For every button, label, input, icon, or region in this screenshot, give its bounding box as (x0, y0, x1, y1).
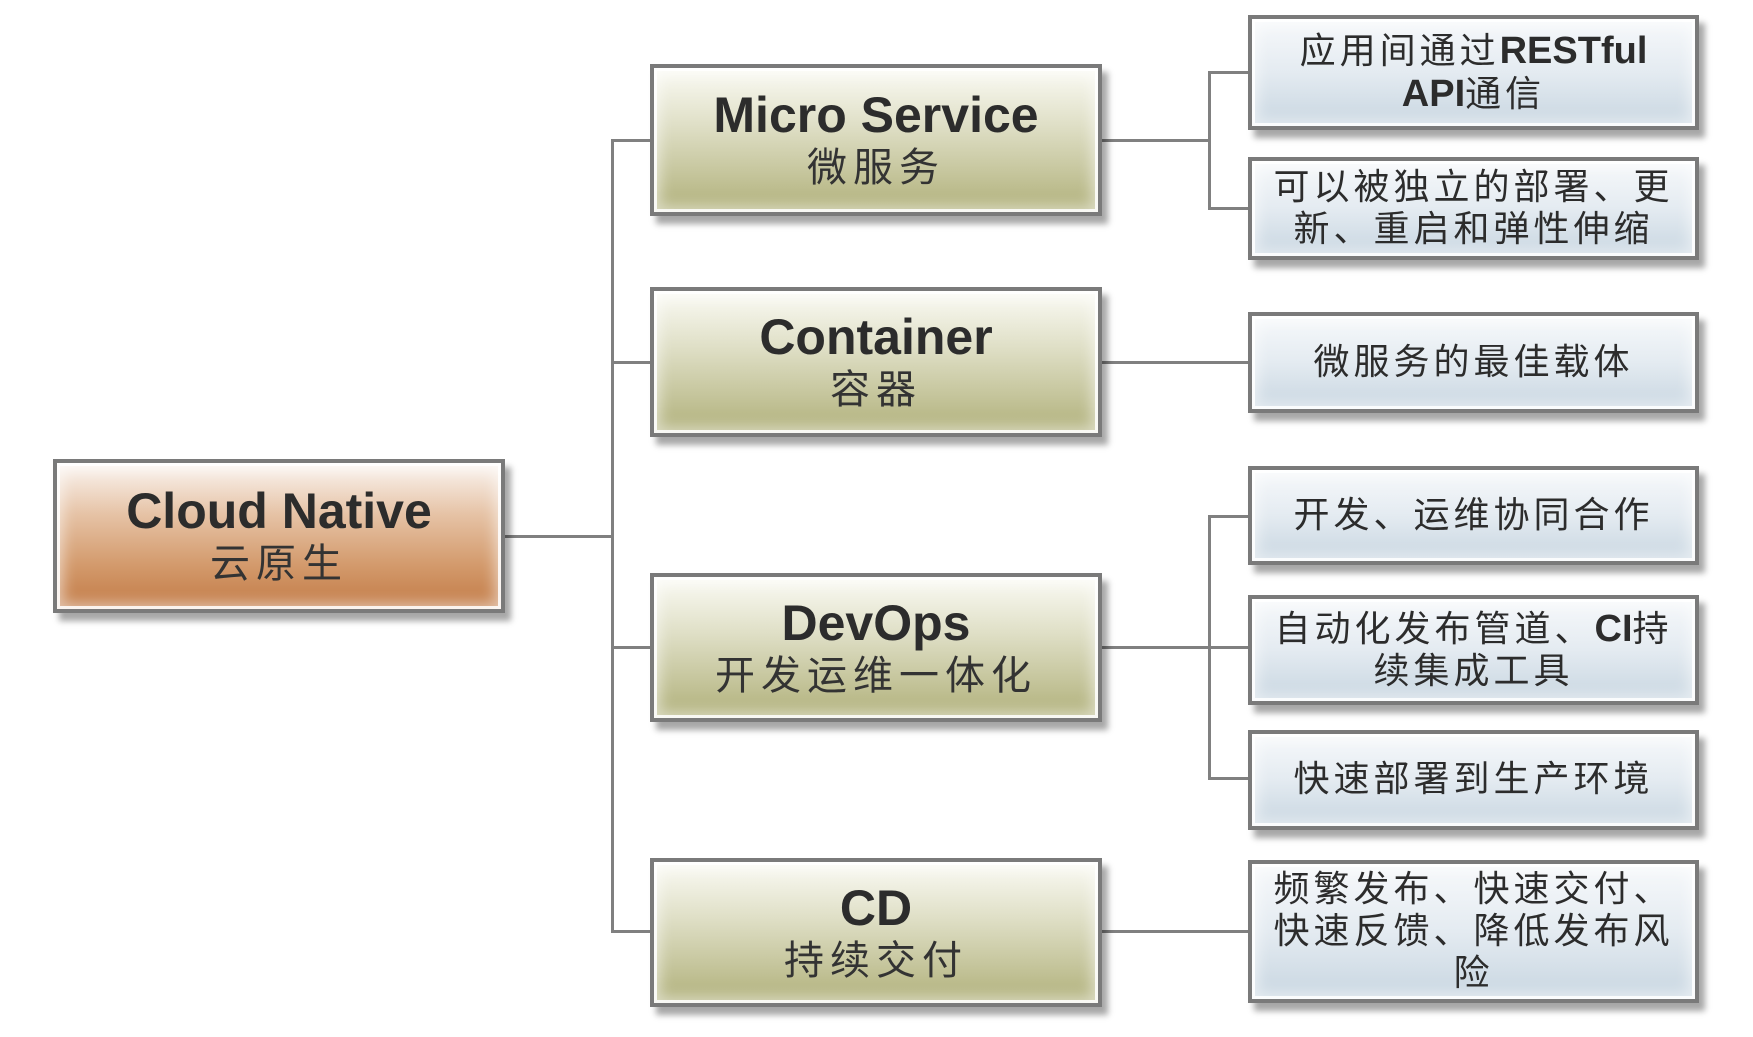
connector-trunk-microservice (611, 139, 651, 142)
branch-subtitle: 持续交付 (784, 937, 968, 984)
root-title: Cloud Native (126, 483, 432, 539)
connector-devops-leaf-1 (1208, 515, 1250, 518)
branch-node-cd: CD 持续交付 (650, 858, 1102, 1007)
leaf-text: 频繁发布、快速交付、快速反馈、降低发布风险 (1273, 868, 1674, 994)
branch-subtitle: 容器 (830, 367, 922, 413)
leaf-node-independent-deploy: 可以被独立的部署、更新、重启和弹性伸缩 (1248, 157, 1699, 260)
leaf-text: 开发、运维协同合作 (1293, 494, 1654, 536)
leaf-text-part: 持续集成工具 (1373, 608, 1673, 692)
root-node-cloud-native: Cloud Native 云原生 (53, 459, 505, 613)
leaf-text: 快速部署到生产环境 (1293, 759, 1654, 800)
leaf-text: 可以被独立的部署、更新、重启和弹性伸缩 (1273, 166, 1674, 250)
branch-node-container: Container 容器 (650, 287, 1102, 437)
connector-microservice-leaf-1 (1208, 71, 1250, 74)
branch-subtitle: 开发运维一体化 (715, 652, 1037, 699)
branch-title: Container (759, 309, 993, 365)
connector-container-leaf (1102, 361, 1250, 364)
connector-trunk-cd (611, 930, 651, 933)
root-subtitle: 云原生 (210, 541, 348, 587)
leaf-text-bold: API (1401, 72, 1466, 115)
branch-node-devops: DevOps 开发运维一体化 (650, 573, 1102, 722)
connector-trunk (611, 139, 614, 933)
connector-trunk-devops (611, 646, 651, 649)
leaf-text: 微服务的最佳载体 (1313, 341, 1634, 383)
branch-node-microservice: Micro Service 微服务 (650, 64, 1102, 216)
leaf-node-best-carrier: 微服务的最佳载体 (1248, 312, 1699, 413)
leaf-text-bold: RESTful (1499, 29, 1648, 72)
branch-title: CD (839, 879, 913, 936)
branch-subtitle: 微服务 (807, 145, 945, 191)
leaf-text-part: 应用间通过 (1299, 30, 1500, 72)
leaf-node-frequent-release: 频繁发布、快速交付、快速反馈、降低发布风险 (1248, 860, 1699, 1003)
leaf-node-ci-pipeline: 自动化发布管道、CI持续集成工具 (1248, 595, 1699, 705)
connector-devops-bracket (1102, 646, 1250, 649)
branch-title: DevOps (781, 594, 971, 651)
connector-root-trunk (505, 535, 613, 538)
leaf-text-bold: CI (1594, 607, 1633, 650)
leaf-text-part: 自动化发布管道、 (1274, 608, 1595, 650)
connector-devops-leaf-3 (1208, 777, 1250, 780)
connector-microservice-bracket (1102, 139, 1210, 142)
branch-title: Micro Service (713, 87, 1039, 143)
leaf-node-fast-deploy: 快速部署到生产环境 (1248, 730, 1699, 830)
connector-devops-bracket-vertical (1208, 515, 1211, 780)
leaf-text-part: 通信 (1465, 73, 1546, 115)
leaf-node-collaboration: 开发、运维协同合作 (1248, 466, 1699, 565)
connector-cd-leaf (1102, 930, 1250, 933)
leaf-text: 自动化发布管道、CI持续集成工具 (1252, 608, 1695, 693)
connector-microservice-bracket-vertical (1208, 71, 1211, 210)
connector-trunk-container (611, 361, 651, 364)
connector-microservice-leaf-2 (1208, 207, 1250, 210)
